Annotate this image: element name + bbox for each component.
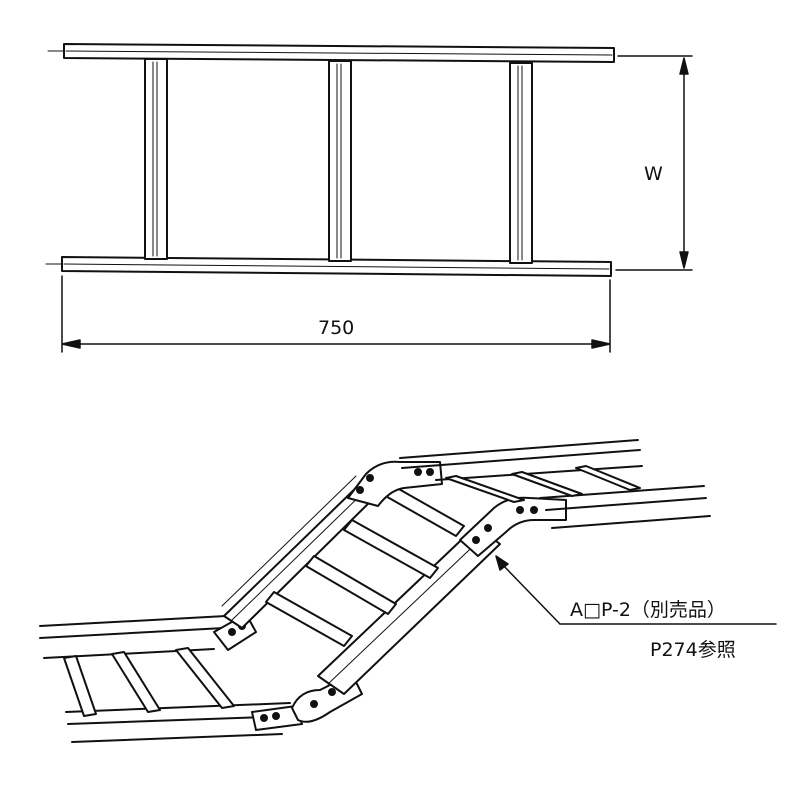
width-label: W: [644, 163, 663, 185]
rung-middle: [328, 60, 352, 262]
page-reference-label: P274参照: [650, 639, 736, 661]
upper-right-ladder: [399, 439, 711, 529]
rung-right: [509, 62, 533, 264]
inclined-ladder-section: [221, 475, 501, 695]
rung-left: [144, 58, 168, 260]
top-view-ladder: [45, 43, 615, 277]
part-callout-leader: [495, 555, 777, 625]
part-callout-label: A□P-2（別売品）: [570, 599, 726, 621]
width-dimension: [615, 55, 693, 271]
length-dimension: [61, 275, 611, 353]
top-side-rail: [47, 43, 615, 63]
bottom-side-rail: [45, 256, 612, 277]
upper-joint-plate: [347, 460, 567, 557]
length-label: 750: [318, 317, 354, 339]
